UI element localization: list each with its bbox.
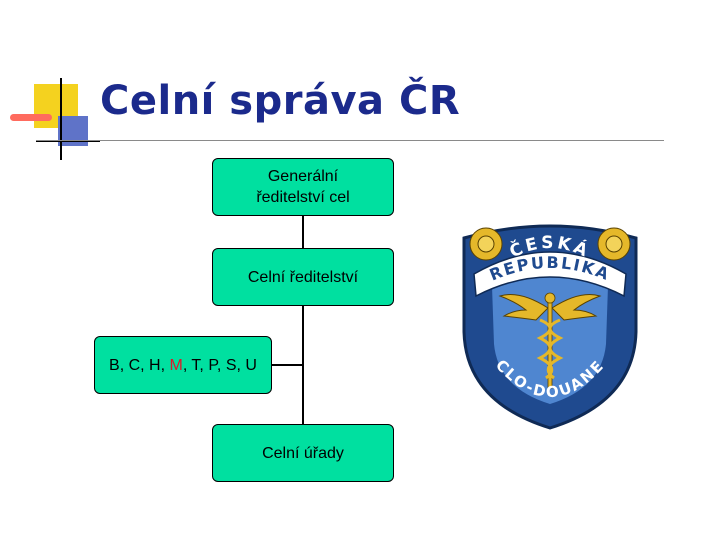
deco-horizontal-line: [36, 140, 100, 142]
org-box-customs-directorate-label: Celní ředitelství: [247, 268, 359, 286]
title-divider: [36, 140, 664, 141]
org-box-customs-offices: Celní úřady: [212, 424, 394, 482]
regions-highlight: M: [169, 356, 183, 374]
org-box-general-line1: Generální: [267, 168, 339, 185]
slide-decoration: [0, 0, 100, 170]
org-box-regions-text: B, C, H, M, T, P, S, U: [109, 355, 257, 376]
emblem-left-wing: [498, 294, 549, 321]
emblem-right-ornament: [597, 227, 631, 261]
org-box-customs-offices-label: Celní úřady: [262, 444, 344, 462]
deco-red-bar: [10, 114, 52, 121]
org-box-general-line2: ředitelství cel: [256, 189, 350, 206]
page-title: Celní správa ČR: [100, 78, 461, 124]
regions-suffix: , T, P, S, U: [182, 356, 257, 374]
customs-emblem: ČESKÁ REPUBLIKA CLO-DOUANE: [462, 224, 638, 430]
org-box-general-directorate: Generální ředitelství cel: [212, 158, 394, 216]
connector-top-middle: [302, 216, 304, 248]
regions-prefix: B, C, H,: [109, 356, 170, 374]
deco-vertical-line: [60, 78, 62, 160]
org-box-regions: B, C, H, M, T, P, S, U: [94, 336, 272, 394]
emblem-right-wing: [551, 294, 602, 321]
org-box-general-directorate-text: Generální ředitelství cel: [256, 166, 349, 208]
emblem-snakes: [536, 318, 564, 380]
emblem-staff-top: [544, 292, 556, 304]
org-box-customs-directorate: Celní ředitelství: [212, 248, 394, 306]
emblem-band: [473, 251, 627, 298]
emblem-left-ornament: [469, 227, 503, 261]
connector-side-branch: [272, 364, 304, 366]
